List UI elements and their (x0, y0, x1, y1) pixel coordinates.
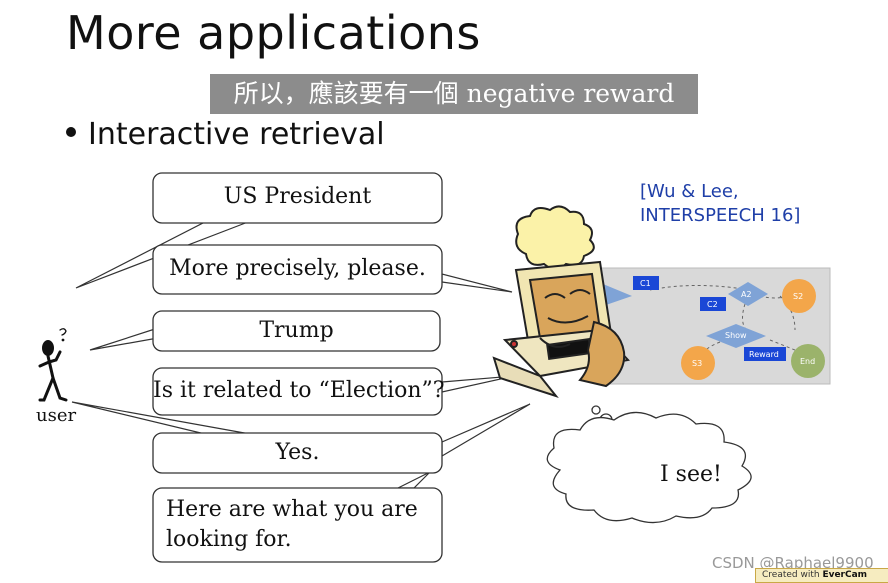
node-a2 (728, 282, 768, 306)
bubble-1-text: US President (223, 184, 372, 209)
node-s3-label: S3 (692, 359, 702, 368)
node-end-label: End (800, 357, 815, 366)
bubble-4 (152, 367, 443, 416)
watermark: CSDN @Raphael9900 (712, 554, 874, 572)
citation-line-2: INTERSPEECH 16] (640, 205, 801, 226)
user-figure-icon (38, 328, 68, 402)
node-show (706, 324, 766, 348)
bubble-2-text: More precisely, please. (169, 256, 426, 281)
node-c1-label: C1 (640, 279, 651, 288)
node-c2-label: C2 (707, 300, 718, 309)
bubble-6-line-1: Here are what you are (166, 497, 418, 522)
node-c1 (633, 276, 659, 290)
node-reward-label: Reward (749, 350, 779, 359)
badge-brand: EverCam (822, 570, 868, 580)
node-c2 (700, 297, 726, 311)
bullet-item: Interactive retrieval (66, 117, 385, 152)
computer-cartoon-icon (492, 205, 630, 398)
badge-prefix: Created with (762, 570, 823, 580)
node-s2-label: S2 (793, 292, 803, 301)
node-s2 (782, 279, 816, 313)
bubble-5 (152, 432, 443, 474)
thought-text: I see! (660, 462, 722, 487)
node-a2-label: A2 (741, 290, 752, 299)
node-s3 (681, 346, 715, 380)
node-show-label: Show (725, 331, 747, 340)
bubble-1 (152, 172, 443, 224)
slide-title: More applications (66, 6, 481, 60)
bubble-6-line-2: looking for. (166, 527, 292, 552)
user-label: user (36, 405, 77, 426)
bubble-4-text: Is it related to “Election”? (153, 378, 445, 403)
bubble-6 (152, 487, 443, 563)
citation: [Wu & Lee, INTERSPEECH 16] (640, 180, 800, 228)
dialog-state-diagram: C1 C2 A2 S2 Show Reward S3 End (599, 267, 831, 385)
node-reward (744, 347, 786, 361)
citation-line-1: [Wu & Lee, (640, 181, 739, 202)
bubble-5-text: Yes. (275, 440, 320, 465)
subtitle-caption: 所以，應該要有一個 negative reward (210, 74, 698, 114)
node-end (791, 344, 825, 378)
bubble-3-text: Trump (259, 318, 334, 343)
speech-bubbles (152, 172, 443, 563)
bullet-dot-icon (66, 126, 76, 137)
bubble-2 (152, 244, 443, 295)
thought-cloud (546, 405, 752, 524)
bullet-text: Interactive retrieval (88, 117, 385, 152)
bubble-3 (152, 310, 441, 352)
